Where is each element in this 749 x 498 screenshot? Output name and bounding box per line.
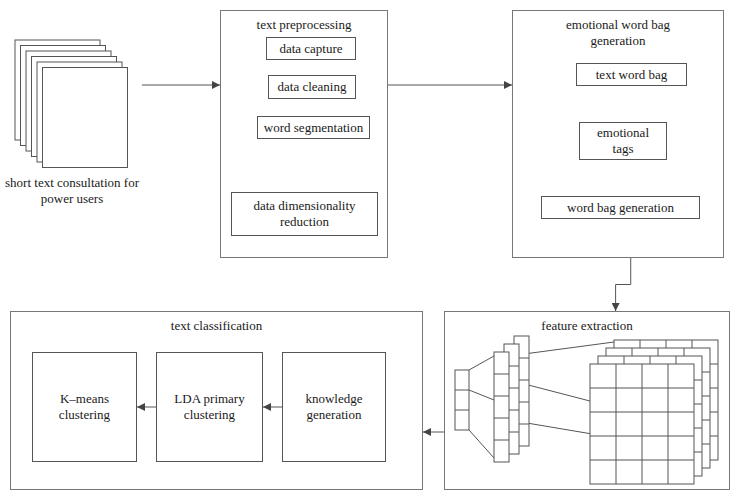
flow-arrow <box>263 407 282 408</box>
flow-arrow <box>616 258 631 311</box>
box-label: word segmentation <box>264 120 363 136</box>
feature-map <box>494 352 509 462</box>
box-label: data dimensionality reduction <box>237 198 372 229</box>
input-vector <box>455 370 469 430</box>
box-label: K–means clustering <box>38 391 131 422</box>
process-box: word segmentation <box>257 116 370 139</box>
flow-arrow <box>142 85 220 86</box>
box-label: LDA primary clustering <box>162 391 257 422</box>
vector-cell <box>455 410 469 411</box>
process-box: LDA primary clustering <box>156 352 263 462</box>
process-group: feature extraction <box>444 311 730 490</box>
process-box: knowledge generation <box>282 352 386 462</box>
process-box: data dimensionality reduction <box>231 192 378 236</box>
box-label: text word bag <box>596 67 667 83</box>
process-group: text classificationK–means clustering LDA… <box>10 311 423 490</box>
flow-arrow <box>423 432 444 433</box>
flow-arrow <box>388 85 512 86</box>
group-title: feature extraction <box>445 318 729 334</box>
feature-map <box>590 364 694 484</box>
process-box: word bag generation <box>541 196 700 219</box>
process-box: text word bag <box>576 63 687 86</box>
process-box: emotional tags <box>579 122 667 160</box>
flow-arrow <box>137 407 156 408</box>
network-line <box>469 356 494 370</box>
source-documents: short text consultation for power users <box>2 35 142 215</box>
process-box: K–means clustering <box>32 352 137 462</box>
box-label: word bag generation <box>567 200 674 216</box>
box-label: data capture <box>279 41 342 57</box>
group-title: emotional word bag generation <box>553 17 683 48</box>
box-label: emotional tags <box>585 125 661 156</box>
process-box: data capture <box>266 37 356 60</box>
process-group: emotional word bag generation text word b… <box>512 10 724 258</box>
network-line <box>469 390 494 400</box>
source-label: short text consultation for power users <box>2 175 142 206</box>
network-line <box>469 430 494 458</box>
box-label: knowledge generation <box>288 391 380 422</box>
process-group: text preprocessing data capture data clean… <box>220 10 388 258</box>
process-box: data cleaning <box>268 75 356 99</box>
group-title: text preprocessing <box>221 17 387 33</box>
vector-cell <box>455 390 469 391</box>
group-title: text classification <box>11 318 422 334</box>
box-label: data cleaning <box>278 79 347 95</box>
document-sheet <box>43 68 128 168</box>
